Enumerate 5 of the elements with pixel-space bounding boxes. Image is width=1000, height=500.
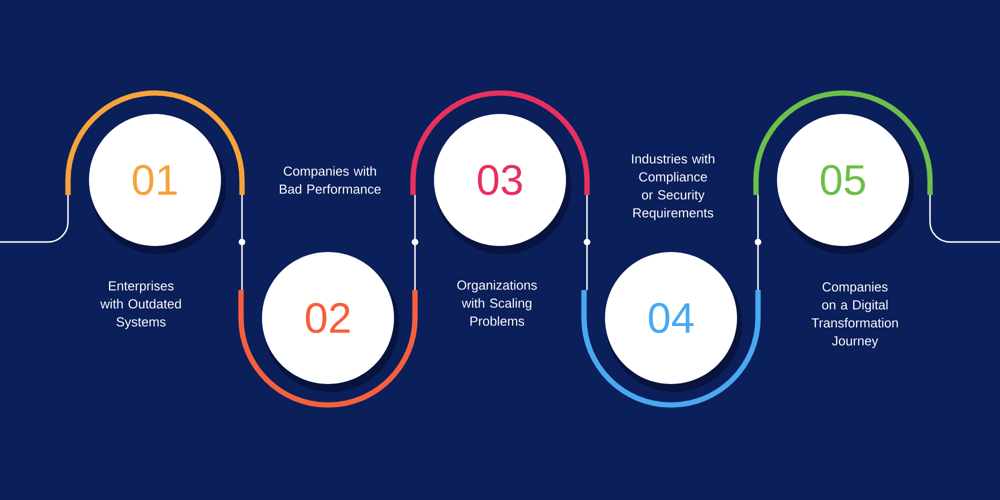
description-text: Industries with Compliance or Security Requirements: [632, 154, 714, 220]
description-text: Enterprises with Outdated Systems: [100, 280, 181, 330]
description-text: Companies on a Digital Transformation Journey: [812, 282, 898, 348]
description-text: Companies with Bad Performance: [280, 166, 381, 194]
description-text: Organizations with Scaling Problems: [457, 280, 537, 326]
